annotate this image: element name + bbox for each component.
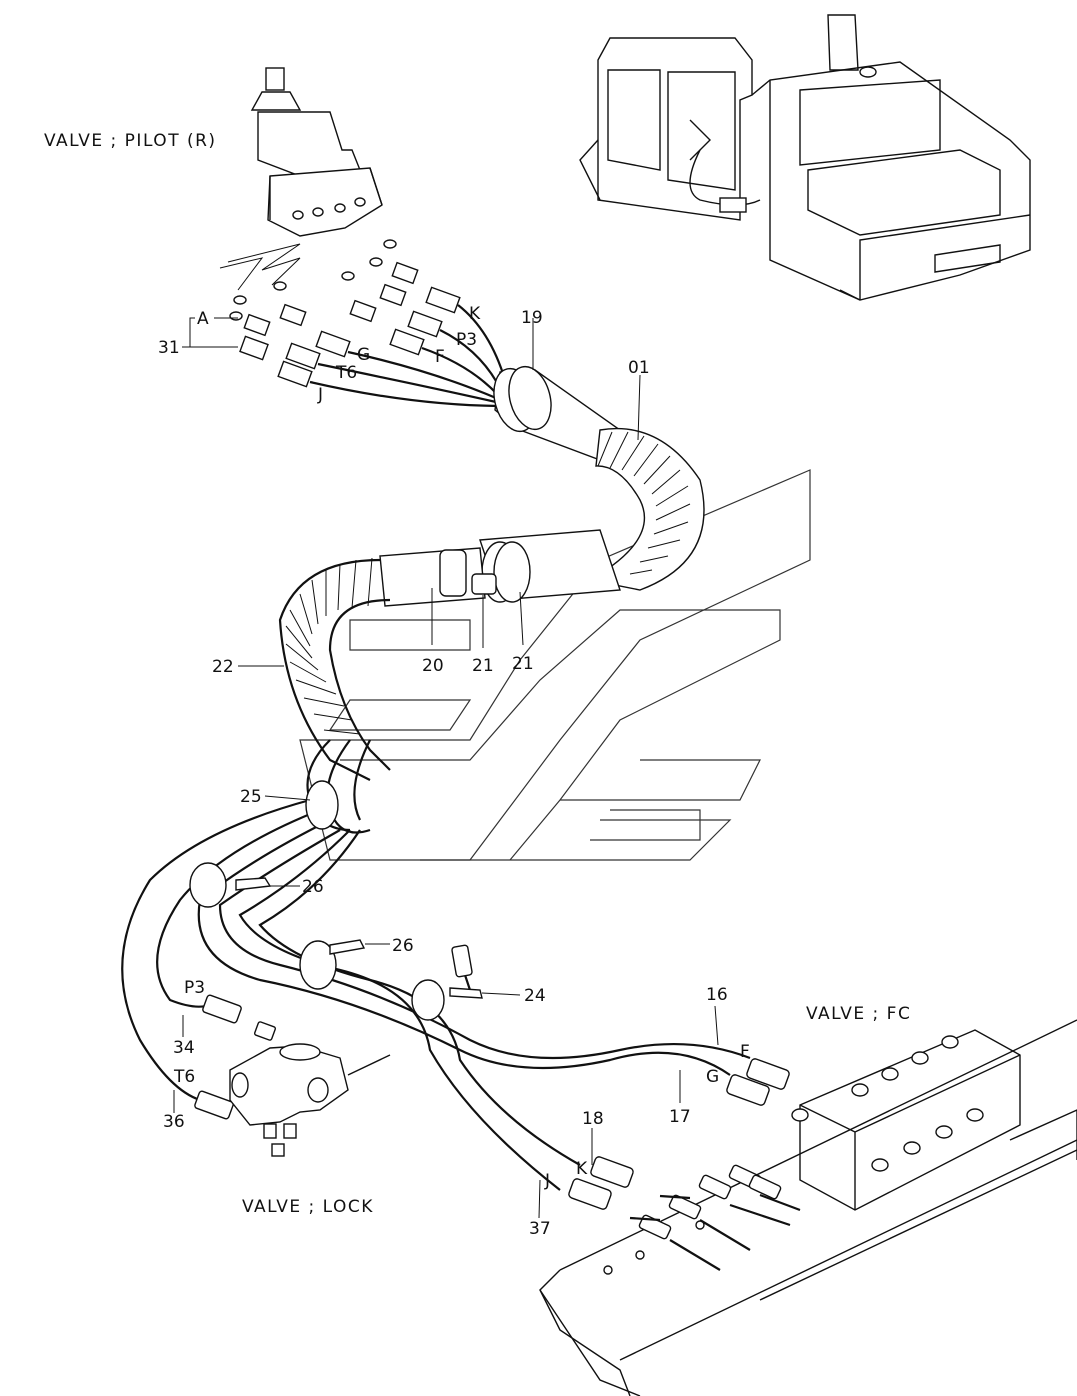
port-label-t6-bottom: T6 xyxy=(173,1067,195,1087)
port-label-j-top: J xyxy=(317,385,323,405)
port-label-t6-top: T6 xyxy=(335,363,357,383)
callout-26-b: 26 xyxy=(392,936,414,956)
fittings-top xyxy=(239,261,461,388)
callout-26-a: 26 xyxy=(302,877,324,897)
caption-pilot-valve: VALVE ; PILOT (R) xyxy=(44,131,217,151)
callout-24: 24 xyxy=(524,986,546,1006)
port-label-k-top: K xyxy=(469,304,481,324)
fittings-lower-left xyxy=(194,994,276,1120)
port-label-f-top: F xyxy=(435,347,445,367)
callout-19: 19 xyxy=(521,308,543,328)
hose-bundle-lower xyxy=(121,739,751,1191)
callout-20: 20 xyxy=(422,656,444,676)
callout-25: 25 xyxy=(240,787,262,807)
callout-01: 01 xyxy=(628,358,650,378)
pilot-valve xyxy=(219,67,397,321)
callout-34: 34 xyxy=(173,1038,195,1058)
callout-18: 18 xyxy=(582,1109,604,1129)
port-label-j-bottom: J xyxy=(544,1171,550,1191)
port-label-a: A xyxy=(197,309,209,329)
caption-fc-valve: VALVE ; FC xyxy=(806,1004,911,1024)
fittings-fc xyxy=(568,1058,790,1210)
callout-16: 16 xyxy=(706,985,728,1005)
callout-22: 22 xyxy=(212,657,234,677)
caption-lock-valve: VALVE ; LOCK xyxy=(242,1197,374,1217)
excavator-outline xyxy=(579,14,1031,301)
callout-17: 17 xyxy=(669,1107,691,1127)
port-label-g-top: G xyxy=(357,345,370,365)
callout-31: 31 xyxy=(158,338,180,358)
callout-37: 37 xyxy=(529,1219,551,1239)
port-label-k-bottom: K xyxy=(576,1159,588,1179)
lock-valve xyxy=(229,1043,391,1157)
callout-21-b: 21 xyxy=(512,654,534,674)
fc-valve xyxy=(791,1029,1021,1211)
leader-lines xyxy=(173,317,719,1219)
port-label-g-bottom: G xyxy=(706,1067,719,1087)
callout-36: 36 xyxy=(163,1112,185,1132)
watermark-logo xyxy=(299,469,811,861)
port-label-p3-bottom: P3 xyxy=(184,978,205,998)
port-label-p3-top: P3 xyxy=(456,330,477,350)
port-label-f-bottom: F xyxy=(740,1042,750,1062)
hose-protector xyxy=(379,365,705,607)
spiral-guard xyxy=(278,557,391,781)
control-valve-frame xyxy=(539,1019,1077,1396)
callout-21-a: 21 xyxy=(472,656,494,676)
